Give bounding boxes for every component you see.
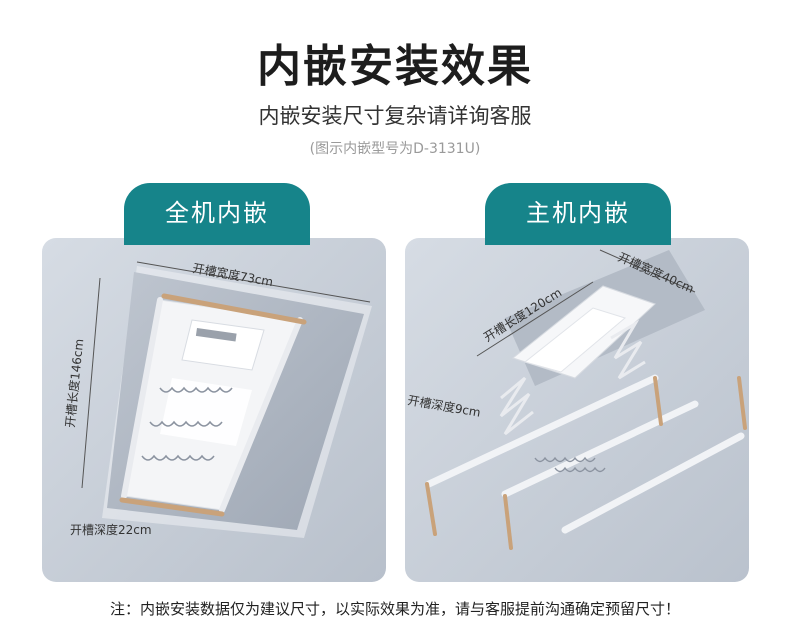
footer-note: 注：内嵌安装数据仅为建议尺寸，以实际效果为准，请与客服提前沟通确定预留尺寸！ <box>109 600 680 618</box>
gold-rods <box>119 293 307 517</box>
depth-label: 开槽深度22cm <box>70 522 152 537</box>
scissor-arms <box>499 319 646 436</box>
tab-full-embed: 全机内嵌 <box>124 183 310 245</box>
hanger-rows <box>534 456 606 473</box>
host-embed-illustration: 开槽宽度40cm 开槽长度120cm 开槽深度9cm <box>405 238 749 582</box>
full-embed-scene: 开槽宽度73cm 开槽长度146cm 开槽深度22cm <box>42 238 386 582</box>
model-note: (图示内嵌型号为D-3131U) <box>309 141 481 157</box>
light-panel <box>160 378 252 446</box>
full-embed-illustration: 开槽宽度73cm 开槽长度146cm 开槽深度22cm <box>42 238 386 582</box>
hanger-rows <box>141 386 233 461</box>
host-light <box>523 307 627 373</box>
tab-host-embed: 主机内嵌 <box>485 183 671 245</box>
page-subtitle: 内嵌安装尺寸复杂请详询客服 <box>258 104 532 128</box>
vent-grille <box>195 328 237 342</box>
host-embed-scene: 开槽宽度40cm 开槽长度120cm 开槽深度9cm <box>405 238 749 582</box>
page-title: 内嵌安装效果 <box>257 41 533 92</box>
drying-poles <box>425 374 745 534</box>
gold-ends <box>425 376 747 550</box>
